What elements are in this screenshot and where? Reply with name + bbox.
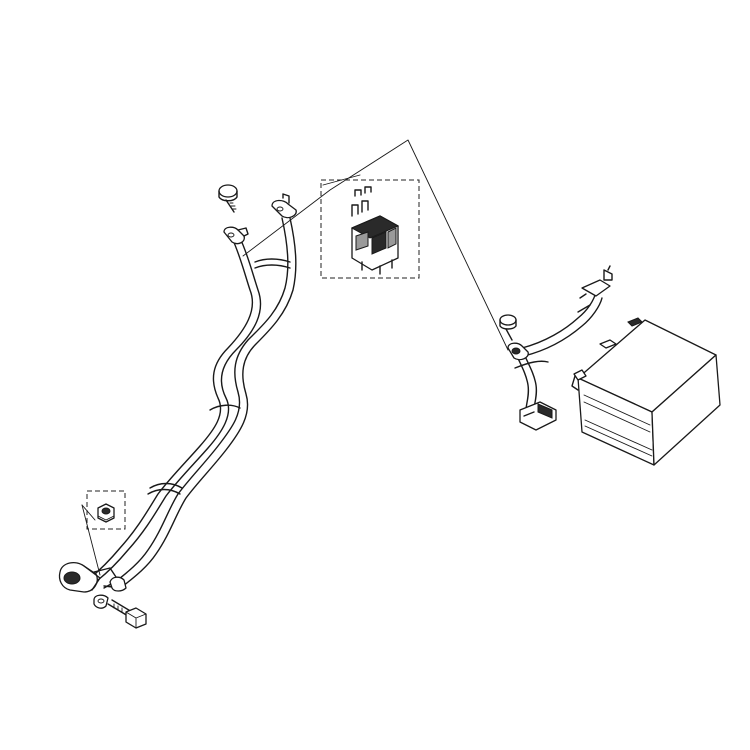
terminal-boot-hole <box>63 571 81 585</box>
terminal-flat-ring <box>93 594 109 609</box>
leader-line-nut-to-terminal <box>81 504 101 576</box>
starter-relay <box>350 186 400 275</box>
terminal-ring-small <box>109 576 127 592</box>
relay-fuse-clip-1 <box>351 204 359 217</box>
relay-terminal-b <box>371 231 387 255</box>
battery-terminal-top <box>627 317 643 327</box>
battery-connector <box>519 401 557 431</box>
battery-cable-band-2 <box>577 304 591 313</box>
relay-fuse-clip-2 <box>361 200 369 213</box>
harness-band-clip-1b <box>254 264 291 269</box>
relay-fuse-clip-3 <box>354 189 362 197</box>
harness-strand-right-outer <box>114 217 289 583</box>
ring-terminal-upper-right <box>271 193 297 219</box>
relay-pins <box>361 259 393 275</box>
battery <box>571 317 721 466</box>
bottom-terminal-assembly <box>58 561 127 609</box>
battery-terminal-positive <box>599 339 617 349</box>
leader-line-nut <box>81 504 96 521</box>
ring-terminal-battery-positive <box>579 265 613 299</box>
relay-detail-box <box>320 179 420 279</box>
relay-fuse-clip-4 <box>364 186 372 194</box>
battery-terminal-negative <box>573 369 587 381</box>
battery-cable-right-inner <box>523 297 603 357</box>
leader-line-relay-to-battery <box>242 139 509 351</box>
bolt-bottom-flange <box>107 599 147 629</box>
harness-band-clip-2 <box>209 404 241 411</box>
battery-cable-band <box>514 360 549 369</box>
leader-lines <box>81 139 509 576</box>
relay-terminal-c <box>387 227 397 249</box>
harness-strand-right-inner <box>122 217 297 587</box>
harness-band-clip-1 <box>254 258 291 263</box>
relay-terminal-a <box>355 231 369 251</box>
battery-cable-right-outer <box>521 291 597 349</box>
terminal-nut <box>97 503 115 523</box>
bolt-top-left <box>218 184 238 213</box>
ring-terminal-upper-left <box>223 226 249 245</box>
harness-strand-left-inner <box>97 237 262 581</box>
harness-strand-left-outer <box>89 237 254 579</box>
ring-terminal-battery-negative <box>507 342 529 361</box>
harness-band-clip-3b <box>147 488 181 495</box>
main-wiring-harness <box>89 217 297 587</box>
harness-band-clip-3 <box>149 482 183 489</box>
battery-side-face <box>651 354 721 466</box>
bolt-battery-side <box>499 314 517 341</box>
nut-detail-box <box>86 490 126 530</box>
